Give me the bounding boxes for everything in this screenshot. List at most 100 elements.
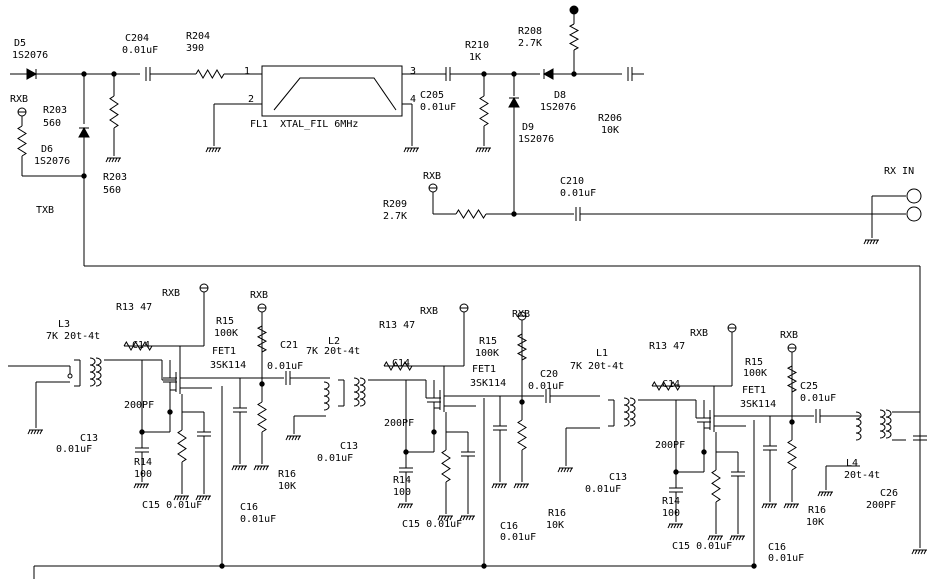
r209-ref: R209	[383, 199, 408, 210]
ground-symbol	[437, 515, 441, 521]
s3-r15-ref: R15	[745, 357, 764, 368]
s3-c15: C15 0.01uF	[672, 541, 733, 552]
ground-symbol	[563, 467, 567, 473]
ground-symbol	[679, 523, 683, 529]
resistor-r13	[123, 341, 153, 351]
c205-value: 0.01uF	[420, 102, 457, 113]
s2-r16-value: 10K	[546, 520, 565, 531]
ground-symbol	[105, 157, 109, 163]
rx-in-connector	[906, 206, 922, 222]
ground-symbol	[217, 147, 221, 153]
s1-c13-value: 0.01uF	[56, 444, 93, 455]
ground-symbol	[179, 495, 183, 501]
ground-symbol	[764, 503, 768, 509]
s3-c25-value: 0.01uF	[800, 393, 837, 404]
ground-symbol	[403, 147, 407, 153]
ground-symbol	[513, 483, 517, 489]
ground-symbol	[400, 503, 404, 509]
s2-r13: R13 47	[379, 320, 416, 331]
s2-r14-value: 100	[393, 487, 412, 498]
crystal-filter-fl1	[261, 65, 403, 117]
s3-c13-ref: C13	[609, 472, 628, 483]
resistor-r203b	[109, 95, 119, 129]
supply-terminal	[569, 5, 579, 15]
s3-l1-ref: L1	[596, 348, 609, 359]
ground-symbol	[707, 535, 711, 541]
fl1-pin3: 3	[410, 66, 417, 77]
ground-symbol	[673, 523, 677, 529]
ground-symbol	[231, 465, 235, 471]
s2-c16-value: 0.01uF	[500, 532, 537, 543]
fl1-pin1: 1	[244, 66, 251, 77]
ground-symbol	[738, 535, 742, 541]
s3-r14-ref: R14	[662, 496, 681, 507]
ground-symbol	[465, 515, 469, 521]
resistor-r15	[516, 333, 528, 361]
s1-r14-ref: R14	[134, 457, 153, 468]
ground-symbol	[914, 549, 918, 555]
c205-ref: C205	[420, 90, 445, 101]
rx-in-connector	[906, 188, 922, 204]
ground-symbol	[297, 435, 301, 441]
r210-ref: R210	[465, 40, 490, 51]
s1-fet-part: 3SK114	[210, 360, 247, 371]
resistor-r15	[786, 365, 798, 393]
resistor-r208	[568, 23, 580, 51]
s3-l1-value: 7K 20t-4t	[570, 361, 625, 372]
r203a-ref: R203	[43, 105, 68, 116]
s1-l3-value: 7K 20t-4t	[46, 331, 101, 342]
ground-symbol	[500, 483, 504, 489]
d6-part: 1S2076	[34, 156, 71, 167]
c26-ref: C26	[880, 488, 899, 499]
ground-symbol	[525, 483, 529, 489]
txb-label: TXB	[36, 205, 55, 216]
s1-r15-value: 100K	[214, 328, 239, 339]
ground-symbol	[789, 503, 793, 509]
s2-c13-value: 0.01uF	[317, 453, 354, 464]
ground-symbol	[503, 483, 507, 489]
s2-c13-ref: C13	[340, 441, 359, 452]
s3-c16-ref: C16	[768, 542, 787, 553]
ground-symbol	[237, 465, 241, 471]
rf-transformer	[95, 357, 102, 387]
ground-symbol	[201, 495, 205, 501]
s2-c15: C15 0.01uF	[402, 519, 463, 530]
rxb-label-top: RXB	[10, 94, 29, 105]
ground-symbol	[207, 495, 211, 501]
ground-symbol	[557, 467, 561, 473]
ground-symbol	[522, 483, 526, 489]
ground-symbol	[412, 147, 416, 153]
ground-symbol	[516, 483, 520, 489]
ground-symbol	[732, 535, 736, 541]
resistor-r210	[479, 95, 489, 127]
junction-dot	[81, 173, 87, 179]
rf-transformer	[629, 397, 636, 427]
crystal-filter-fl1	[273, 77, 397, 111]
ground-symbol	[560, 467, 564, 473]
s3-rxb-gate: RXB	[690, 328, 709, 339]
s2-c20-value: 0.01uF	[528, 381, 565, 392]
ground-symbol	[519, 483, 523, 489]
s1-r16-value: 10K	[278, 481, 297, 492]
ground-symbol	[114, 157, 118, 163]
ground-symbol	[792, 503, 796, 509]
rf-transformer	[323, 381, 330, 411]
resistor-r16	[517, 419, 527, 451]
s1-r14-value: 100	[134, 469, 153, 480]
ground-symbol	[409, 503, 413, 509]
ground-symbol	[866, 239, 870, 245]
s2-c14-ref: C14	[392, 358, 411, 369]
c210-value: 0.01uF	[560, 188, 597, 199]
resistor-r203a	[17, 125, 27, 157]
resistor-r16	[787, 439, 797, 471]
s1-c16-ref: C16	[240, 502, 259, 513]
resistor-r209	[455, 209, 487, 219]
resistor-r14	[441, 449, 451, 483]
ground-symbol	[484, 147, 488, 153]
ground-symbol	[741, 535, 745, 541]
c210-ref: C210	[560, 176, 585, 187]
resistor-r14	[177, 429, 187, 463]
rf-transformer	[359, 377, 366, 407]
ground-symbol	[33, 429, 37, 435]
